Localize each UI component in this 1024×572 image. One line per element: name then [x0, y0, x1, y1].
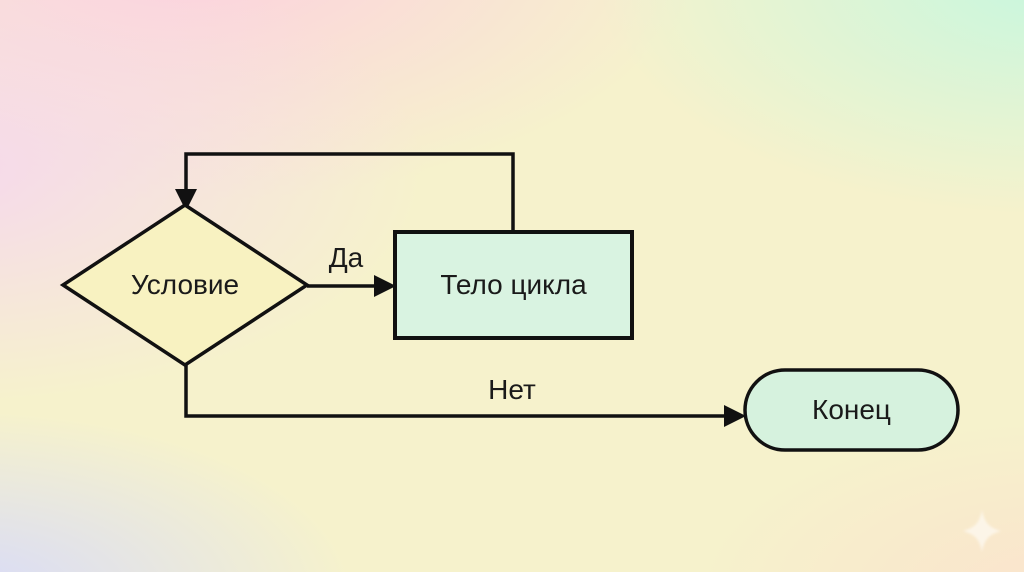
end-stadium[interactable]	[743, 368, 960, 452]
arrowhead-down-icon	[175, 189, 197, 211]
sparkle-icon	[963, 510, 1001, 552]
loop-body-rect[interactable]	[393, 230, 634, 340]
connector-loopback	[184, 152, 515, 232]
arrowhead-right-icon	[724, 405, 746, 427]
connector-no	[184, 363, 729, 418]
arrowhead-right-icon	[374, 275, 396, 297]
condition-diamond[interactable]	[59, 202, 311, 368]
